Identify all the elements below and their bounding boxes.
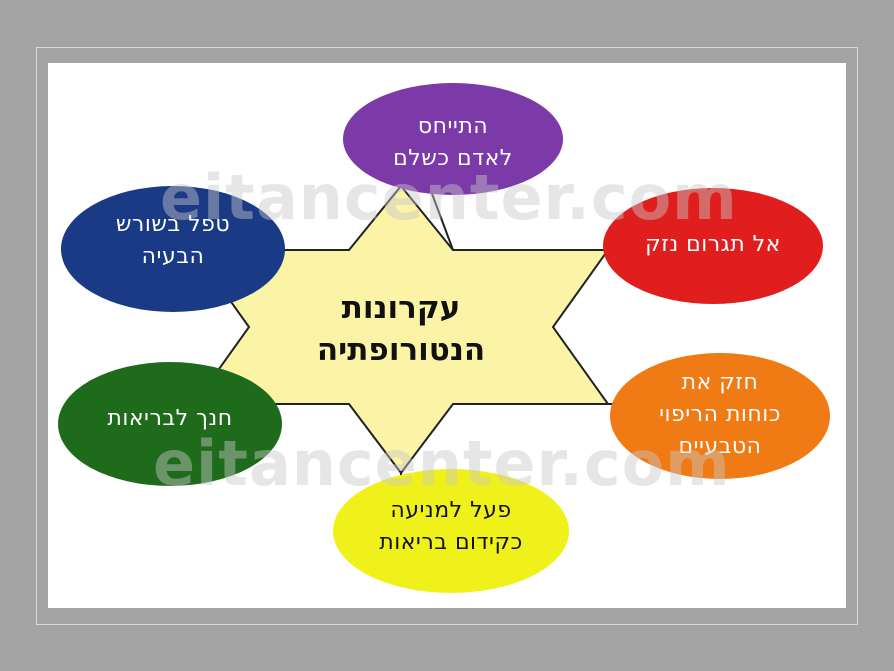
node-right-bottom-line1: חזק את	[681, 370, 759, 395]
node-ellipse-right-top	[603, 188, 823, 304]
node-label-top: התייחס לאדם כשלם	[353, 111, 553, 175]
diagram-svg	[58, 83, 830, 593]
center-title-line2: הנטורופתיה	[316, 332, 486, 368]
node-top-line2: לאדם כשלם	[393, 146, 513, 171]
node-ellipse-top	[343, 83, 563, 195]
node-ellipse-bottom	[333, 469, 569, 593]
node-left-top-line2: הבעיה	[141, 244, 205, 269]
node-left-bottom-line1: חנך לבריאות	[107, 406, 233, 431]
node-bottom-line1: פעל למניעה	[390, 498, 512, 523]
connector-line	[427, 182, 454, 251]
center-title-line1: עקרונות	[341, 290, 461, 326]
node-left-top-line1: טפל בשורש	[115, 212, 231, 237]
node-ellipse-left-bottom	[58, 362, 282, 486]
node-bottom-line2: כקידום בריאות	[379, 530, 523, 555]
node-ellipse-right-bottom	[610, 353, 830, 479]
node-right-top-line1: אל תגרום נזק	[645, 232, 781, 257]
node-label-right-bottom: חזק את כוחות הריפוי הטבעיים	[620, 367, 820, 463]
diagram-canvas: עקרונות הנטורופתיה התייחס לאדם כשלם אל ת…	[48, 63, 846, 608]
watermark-bottom: eitancenter.com	[153, 427, 731, 500]
node-label-left-top: טפל בשורש הבעיה	[73, 209, 273, 273]
node-ellipse-left-top	[61, 186, 285, 312]
node-label-right-top: אל תגרום נזק	[613, 229, 813, 261]
node-label-left-bottom: חנך לבריאות	[70, 403, 270, 435]
node-label-bottom: פעל למניעה כקידום בריאות	[351, 495, 551, 559]
node-right-bottom-line3: הטבעיים	[678, 434, 762, 459]
watermark-top: eitancenter.com	[160, 161, 738, 234]
center-title: עקרונות הנטורופתיה	[301, 287, 501, 371]
outer-frame	[36, 47, 858, 625]
node-top-line1: התייחס	[417, 114, 489, 139]
node-right-bottom-line2: כוחות הריפוי	[659, 402, 781, 427]
